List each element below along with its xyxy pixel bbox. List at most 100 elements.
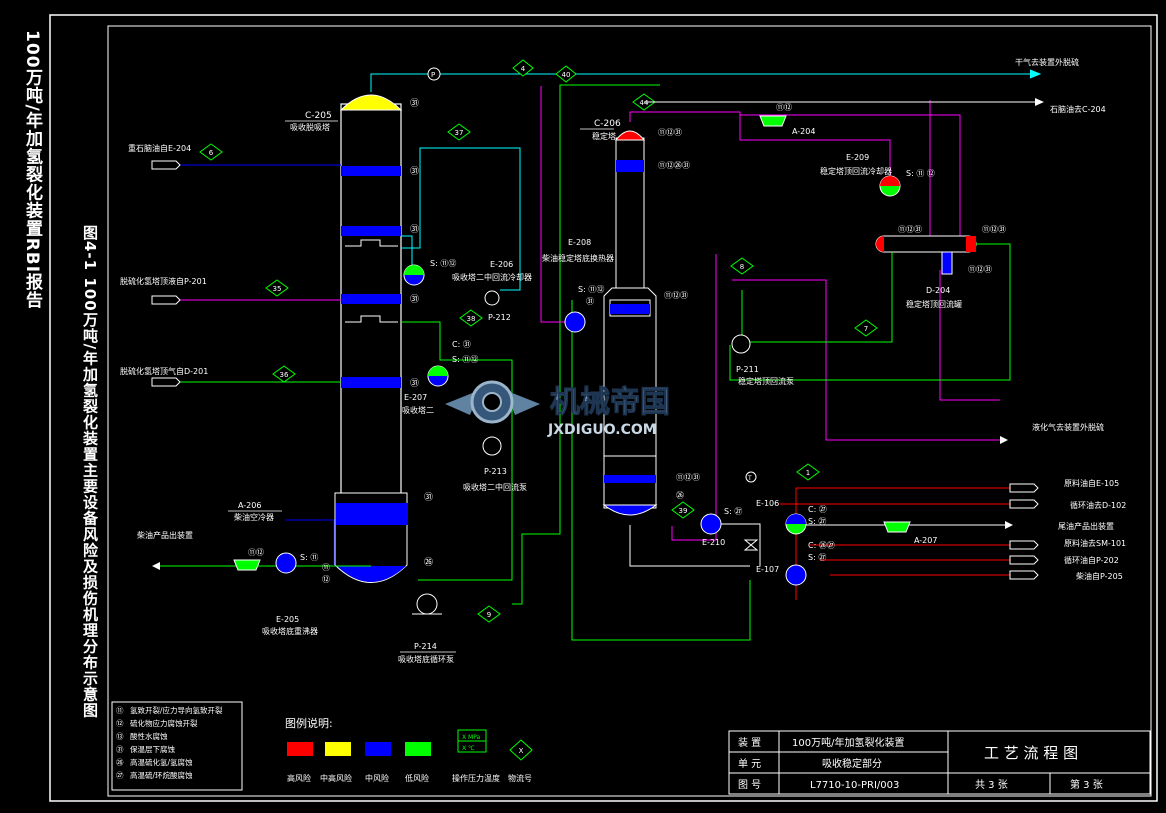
tb-value-device: 100万吨/年加氢裂化装置 — [792, 736, 904, 749]
stream-symbol-text: X — [519, 747, 524, 755]
svg-text:37: 37 — [455, 129, 464, 137]
svg-text:⑫: ⑫ — [116, 719, 124, 728]
mech-label: S: ⑪⑫ — [430, 259, 456, 268]
p213-tag: P-213 — [484, 467, 507, 476]
p212-tag: P-212 — [488, 313, 511, 322]
watermark-logo — [445, 380, 540, 424]
p211-tag: P-211 — [736, 365, 759, 374]
e205-exchanger[interactable] — [275, 552, 297, 574]
e208-name: 柴油稳定塔底换热器 — [542, 253, 614, 263]
stream-marker: 8 — [730, 257, 754, 275]
mech-label: ⑪ — [322, 563, 330, 572]
legend-label-high: 高风险 — [287, 773, 311, 783]
stream-marker: 39 — [671, 501, 695, 519]
stream-marker: 4 — [512, 59, 534, 77]
p212-pump-icon[interactable] — [484, 290, 500, 306]
e205-tag: E-205 — [276, 615, 299, 624]
tb-sheet-no: 第 3 张 — [1070, 778, 1103, 791]
mechanism-legend-box — [111, 701, 243, 791]
c205-tag: C-205 — [305, 111, 332, 121]
e207-exchanger[interactable] — [427, 365, 449, 387]
mech-label: ⑪⑫㉛ — [676, 473, 700, 482]
stream-marker: 1 — [796, 463, 820, 481]
temp-indicator-label: T — [747, 475, 752, 482]
a204-tag: A-204 — [792, 127, 815, 136]
p214-pump-icon[interactable] — [416, 593, 438, 615]
mech-label: ㉛ — [410, 224, 419, 235]
op-symbol-top: X MPa — [462, 734, 481, 741]
stream-heavy-naphtha: 重石脑油自E-204 — [128, 143, 191, 153]
d204-tag: D-204 — [926, 286, 950, 295]
e206-exchanger[interactable] — [403, 264, 425, 286]
stream-tail-oil: 尾油产品出装置 — [1058, 521, 1114, 531]
a207-air-cooler[interactable] — [883, 521, 911, 533]
mech-label: C: ㉛ — [452, 340, 471, 349]
e107-exchanger[interactable] — [785, 564, 807, 586]
legend-swatch-medium-high — [325, 742, 351, 756]
stream-feed-e105: 原料油自E-105 — [1064, 478, 1119, 488]
c206-tag: C-206 — [594, 119, 621, 129]
svg-text:高温硫/环烷酸腐蚀: 高温硫/环烷酸腐蚀 — [130, 770, 193, 780]
mech-label: ⑪⑫㉖㉛ — [658, 161, 690, 170]
stream-marker: 40 — [555, 65, 577, 83]
p211-pump-icon[interactable] — [731, 334, 751, 354]
svg-text:高温硫化氢/氢腐蚀: 高温硫化氢/氢腐蚀 — [130, 757, 193, 767]
mech-label: ㉛ — [410, 98, 419, 109]
svg-text:1: 1 — [806, 469, 810, 477]
mech-label: ㉛ — [586, 297, 594, 306]
e207-tag: E-207 — [404, 393, 427, 402]
e210-exchanger[interactable] — [700, 513, 722, 535]
stream-diesel-out: 柴油产品出装置 — [137, 530, 193, 540]
title-block — [728, 730, 1151, 795]
tb-label-drawing: 图 号 — [738, 779, 761, 791]
svg-text:酸性水腐蚀: 酸性水腐蚀 — [130, 731, 168, 741]
pressure-valve-label: P — [431, 71, 435, 79]
mech-label: ⑪⑫㉛ — [968, 265, 992, 274]
svg-text:㉖: ㉖ — [116, 758, 124, 767]
e106-exchanger[interactable] — [785, 513, 807, 535]
svg-text:35: 35 — [273, 285, 282, 293]
stream-marker: 38 — [459, 309, 483, 327]
c206-column — [602, 130, 658, 516]
svg-text:⑪: ⑪ — [116, 706, 124, 715]
stream-h2s-gas: 脱硫化氢塔顶气自D-201 — [120, 366, 208, 376]
mech-label: ⑪⑫㉛ — [898, 225, 922, 234]
mech-label: S: ㉗ — [724, 507, 742, 516]
svg-text:9: 9 — [487, 611, 491, 619]
stream-lpg-out: 液化气去装置外脱硫 — [1032, 422, 1104, 432]
tb-value-unit: 吸收稳定部分 — [822, 757, 882, 770]
p213-pump-icon[interactable] — [482, 436, 502, 456]
mech-label: ㉛ — [424, 492, 433, 503]
e209-tag: E-209 — [846, 153, 869, 162]
tb-value-drawing: L7710-10-PRI/003 — [810, 780, 899, 791]
mech-label: ㉖ — [676, 491, 684, 500]
mech-label: S: ㉗ — [808, 517, 826, 526]
stream-marker: 36 — [272, 365, 296, 383]
stream-marker: 37 — [447, 123, 471, 141]
risk-legend-title: 图例说明: — [285, 716, 333, 730]
svg-text:44: 44 — [640, 99, 649, 107]
mech-label: S: ⑪⑫ — [452, 355, 478, 364]
control-valve-icon[interactable] — [743, 539, 759, 551]
p211-name: 稳定塔顶回流泵 — [738, 376, 794, 386]
d204-drum[interactable] — [875, 235, 977, 275]
svg-text:38: 38 — [467, 315, 476, 323]
pressure-valve-icon[interactable] — [427, 67, 441, 81]
mech-label: ㉛ — [410, 378, 419, 389]
legend-swatch-high — [287, 742, 313, 756]
legend-label-low: 低风险 — [405, 773, 429, 783]
e208-exchanger[interactable] — [564, 311, 586, 333]
stream-number-label: 物流号 — [508, 773, 532, 783]
temperature-indicator-icon — [745, 471, 757, 483]
e209-exchanger[interactable] — [879, 175, 901, 197]
svg-text:㉗: ㉗ — [116, 771, 124, 780]
tb-total-sheets: 共 3 张 — [975, 779, 1008, 791]
a204-air-cooler[interactable] — [759, 115, 787, 127]
a206-air-cooler[interactable] — [233, 559, 261, 571]
stream-recycle-p202: 循环油自P-202 — [1064, 555, 1119, 565]
mech-label: ㉖ — [424, 557, 433, 568]
stream-marker: 9 — [477, 605, 501, 623]
tb-label-device: 装 置 — [738, 736, 761, 749]
